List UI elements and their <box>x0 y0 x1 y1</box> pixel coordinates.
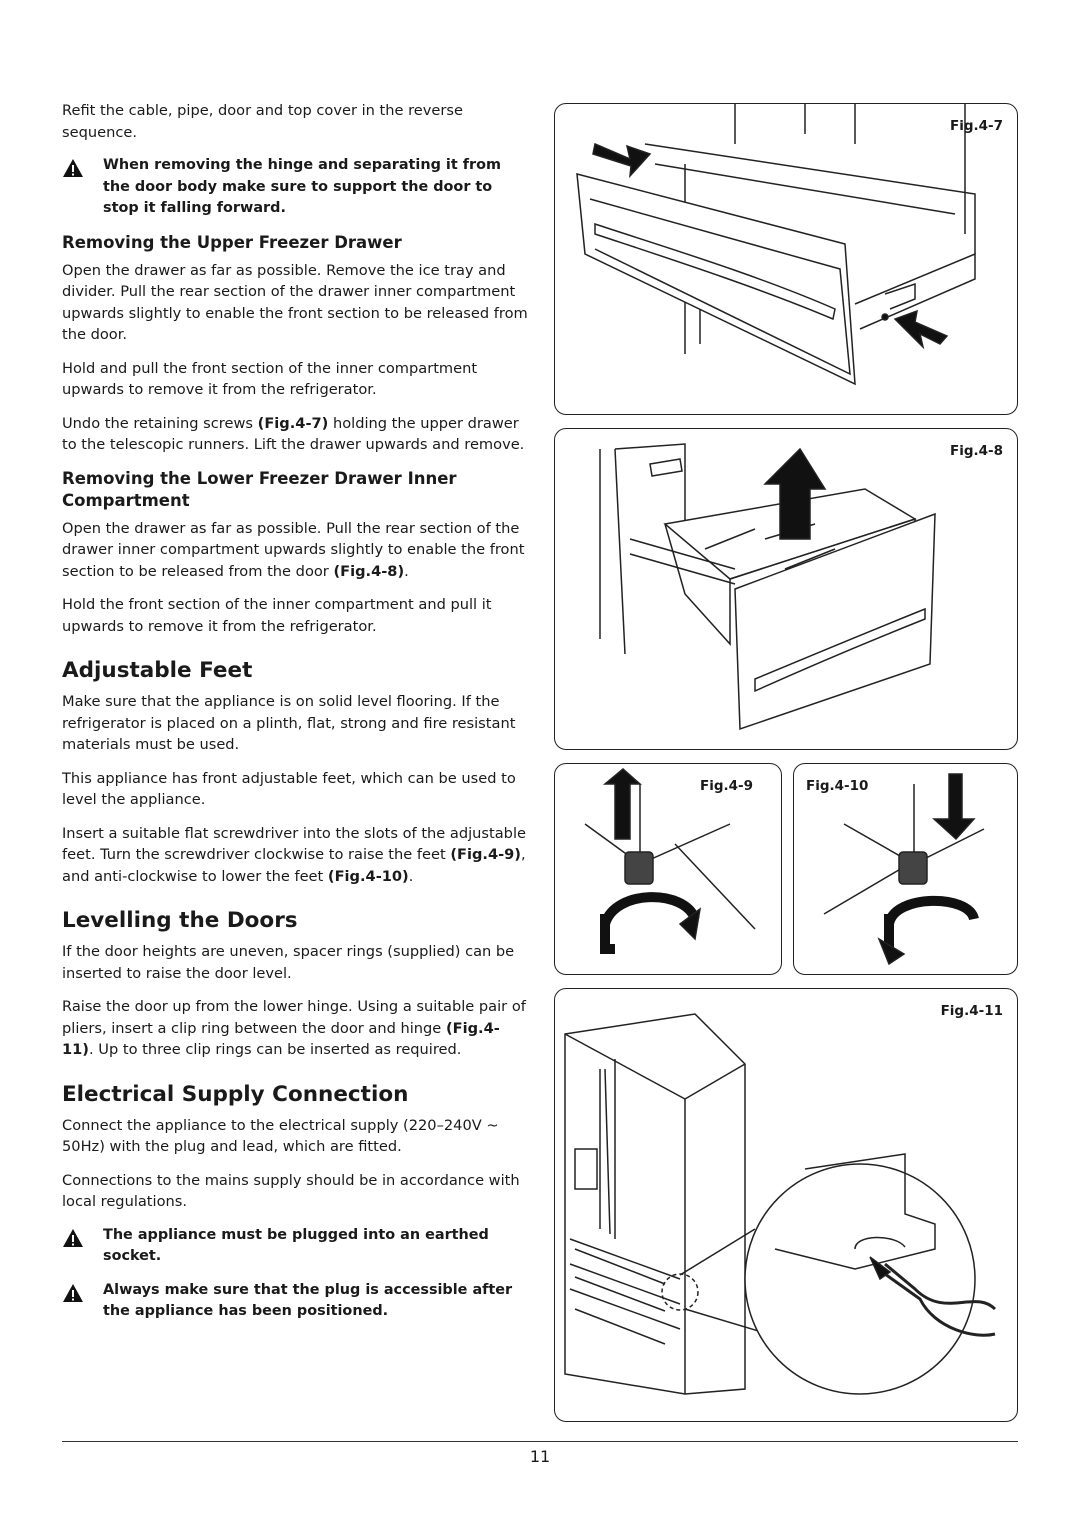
upper-drawer-p1: Open the drawer as far as possible. Remo… <box>62 261 528 344</box>
electrical-p1: Connect the appliance to the electrical … <box>62 1116 499 1156</box>
figure-label: Fig.4-8 <box>949 443 1003 459</box>
figure-reference: (Fig.4-10) <box>327 867 409 885</box>
levelling-p2: (Fig.4-11)Raise the door up from the low… <box>62 996 528 1061</box>
raise-feet-illustration <box>584 768 756 954</box>
feet-p2: This appliance has front adjustable feet… <box>62 769 516 809</box>
figure-4-7: Fig.4-7 <box>554 103 1018 415</box>
electrical-p2: Connections to the mains supply should b… <box>62 1171 520 1211</box>
upper-drawer-heading: Removing the Upper Freezer Drawer <box>62 232 402 252</box>
feet-p1: Make sure that the appliance is on solid… <box>62 693 516 753</box>
warning-plug-access: Always make sure that the plug is access… <box>62 1280 528 1323</box>
levelling-heading: Levelling the Doors <box>62 908 298 933</box>
warning-triangle-icon <box>63 159 83 177</box>
page-number: 11 <box>529 1447 551 1466</box>
figure-reference: (Fig.4-8) <box>333 562 405 580</box>
figure-4-9: Fig.4-9 <box>554 763 782 975</box>
warning-triangle-icon <box>63 1228 83 1247</box>
warning-plug-access-text: Always make sure that the plug is access… <box>103 1281 513 1320</box>
warning-hinge-text: When removing the hinge and separating i… <box>103 157 501 216</box>
figure-reference: (Fig.4-11) <box>62 1019 500 1059</box>
levelling-p1: If the door heights are uneven, spacer r… <box>62 943 515 982</box>
text-run: . Up to three clip rings can be inserted… <box>88 1041 462 1058</box>
warning-hinge: When removing the hinge and separating i… <box>62 155 528 220</box>
figure-label: Fig.4-10 <box>806 778 869 794</box>
upper-drawer-p2: Hold and pull the front section of the i… <box>62 359 478 399</box>
text-run: Undo the retaining screws <box>62 414 258 432</box>
figure-reference: (Fig.4-7) <box>257 414 329 432</box>
text-run: . <box>408 867 414 885</box>
feet-p3: Insert a suitable flat screwdriver into … <box>62 823 528 888</box>
figure-label: Fig.4-7 <box>949 118 1003 134</box>
text-run: Insert a suitable flat screwdriver into … <box>62 824 526 864</box>
text-run: , and anti-clockwise to lower the feet <box>62 846 526 885</box>
lower-drawer-heading: Removing the Lower Freezer Drawer Inner … <box>62 468 457 510</box>
warning-triangle-icon <box>63 1283 83 1302</box>
text-run: Open the drawer as far as possible. Pull… <box>62 519 525 580</box>
figure-4-8: Fig.4-8 <box>554 428 1018 750</box>
upper-drawer-p3: Undo the retaining screws (Fig.4-7) hold… <box>62 413 528 456</box>
warning-earthed: The appliance must be plugged into an ea… <box>62 1225 528 1268</box>
text-run: Raise the door up from the lower hinge. … <box>62 998 526 1037</box>
figure-4-10: Fig.4-10 <box>793 763 1018 975</box>
figure-label: Fig.4-11 <box>940 1003 1003 1019</box>
fridge-hinge-illustration <box>564 1013 997 1395</box>
lower-drawer-p2: Hold the front section of the inner comp… <box>62 596 492 635</box>
text-run: holding the upper drawer to the telescop… <box>62 414 525 454</box>
lower-feet-illustration <box>823 773 985 966</box>
figure-reference: (Fig.4-9) <box>450 846 521 863</box>
figure-label: Fig.4-9 <box>699 778 753 794</box>
electrical-heading: Electrical Supply Connection <box>62 1081 409 1107</box>
footer-rule <box>62 1441 1018 1442</box>
refit-paragraph: Refit the cable, pipe, door and top cove… <box>62 102 463 141</box>
lower-drawer-illustration <box>599 443 936 731</box>
warning-earthed-text: The appliance must be plugged into an ea… <box>103 1226 489 1265</box>
figure-4-11: Fig.4-11 <box>554 988 1018 1422</box>
text-column: Refit the cable, pipe, door and top cove… <box>62 100 528 1335</box>
upper-drawer-illustration <box>576 104 976 386</box>
lower-drawer-p1: Open the drawer as far as possible. Pull… <box>62 518 528 583</box>
text-run: . <box>404 562 409 580</box>
adjustable-feet-heading: Adjustable Feet <box>62 658 253 683</box>
